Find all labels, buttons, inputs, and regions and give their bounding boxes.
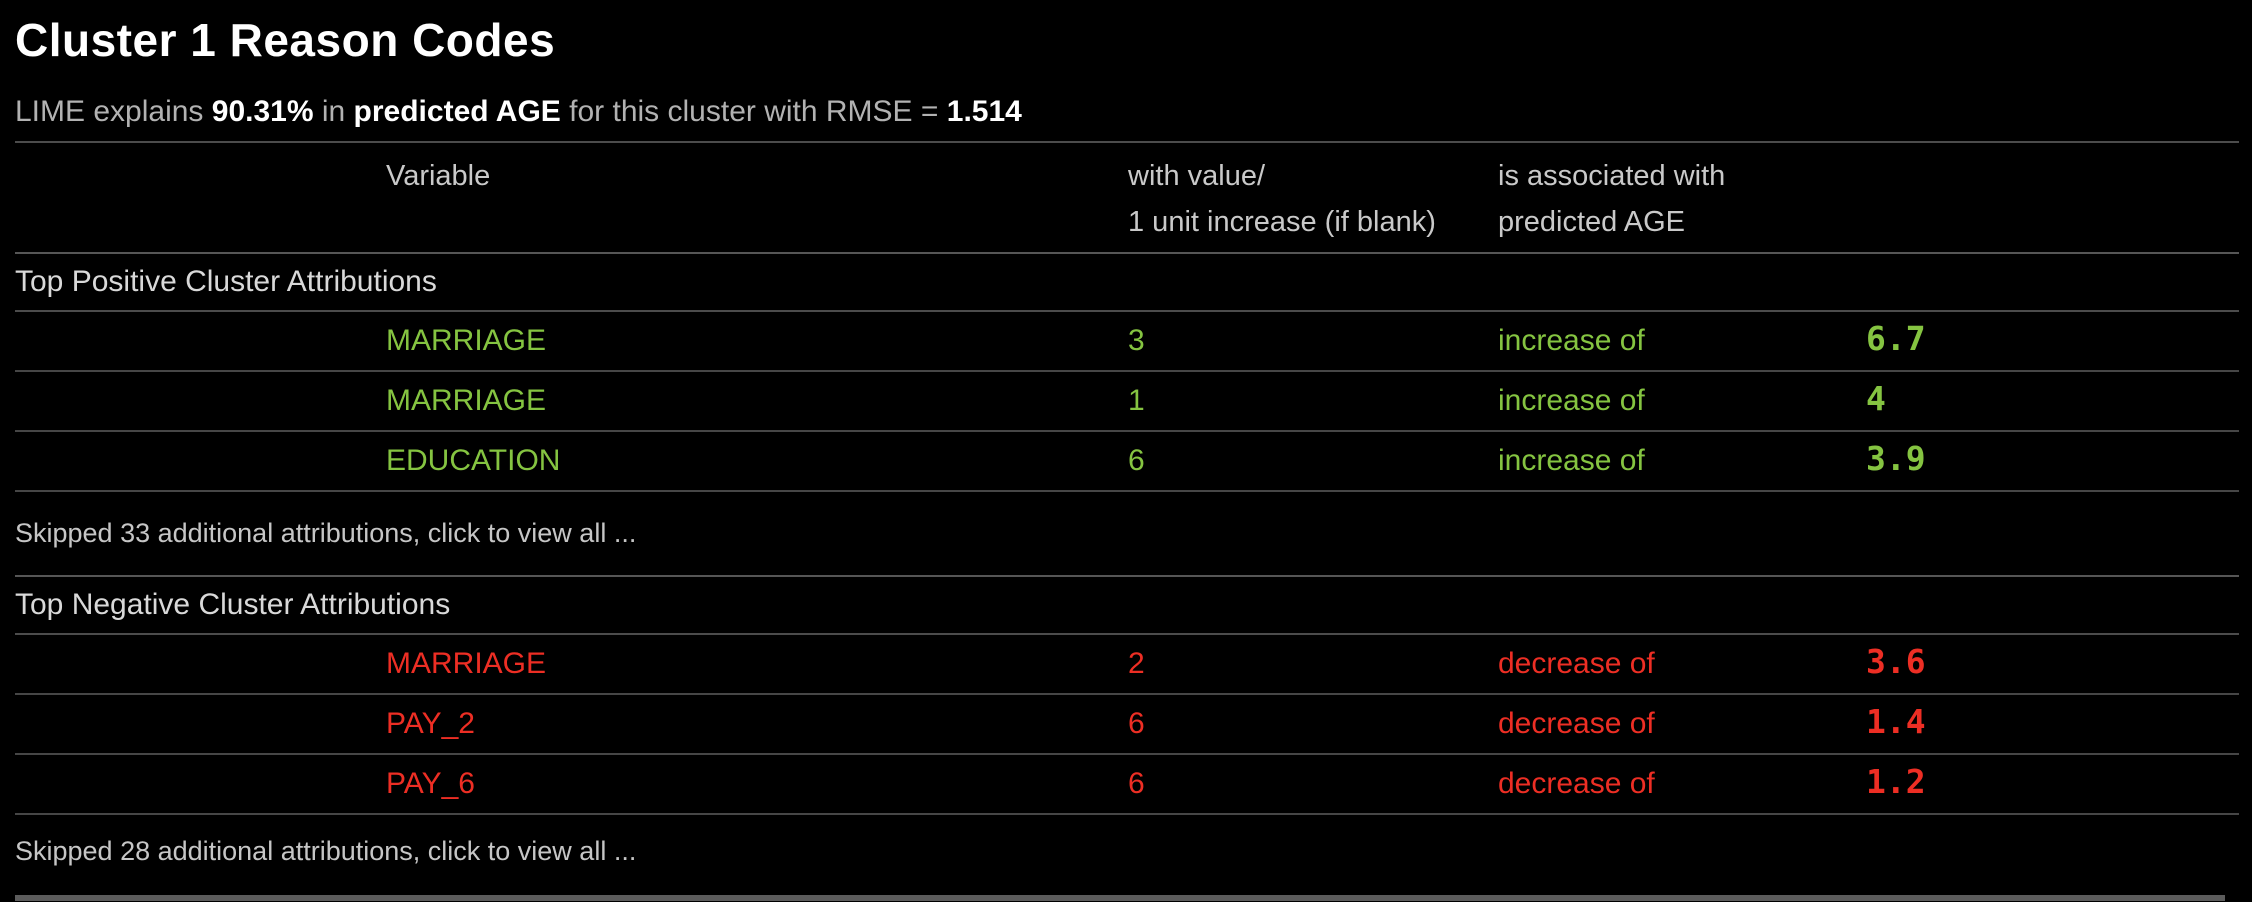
- column-header-variable: Variable: [386, 160, 491, 192]
- value-cell: 2: [1128, 647, 1145, 680]
- summary-text: for this cluster with RMSE =: [560, 95, 947, 128]
- table-row: MARRIAGE 1 increase of 4: [15, 372, 2239, 432]
- rmse-value: 1.514: [946, 95, 1022, 128]
- positive-skipped-note[interactable]: Skipped 33 additional attributions, clic…: [15, 518, 637, 548]
- value-cell: 6: [1128, 767, 1145, 800]
- table-row: PAY_2 6 decrease of 1.4: [15, 695, 2239, 755]
- association-cell: decrease of: [1498, 647, 1655, 680]
- variable-cell: PAY_2: [386, 707, 475, 740]
- variable-cell: MARRIAGE: [386, 647, 547, 680]
- amount-cell: 3.9: [1866, 438, 1926, 478]
- association-cell: increase of: [1498, 324, 1645, 357]
- amount-cell: 4: [1866, 378, 1886, 418]
- table-row: MARRIAGE 2 decrease of 3.6: [15, 635, 2239, 695]
- variable-cell: PAY_6: [386, 767, 475, 800]
- table-header: Variable with value/ 1 unit increase (if…: [15, 143, 2239, 252]
- association-cell: increase of: [1498, 384, 1645, 417]
- variable-cell: MARRIAGE: [386, 324, 547, 357]
- reason-codes-panel: Cluster 1 Reason Codes LIME explains 90.…: [15, 0, 2239, 888]
- explained-percent: 90.31%: [211, 95, 314, 128]
- positive-section-header: Top Positive Cluster Attributions: [15, 252, 2239, 312]
- amount-cell: 1.2: [1866, 761, 1926, 801]
- association-cell: increase of: [1498, 444, 1645, 477]
- amount-cell: 3.6: [1866, 641, 1926, 681]
- summary-text: LIME explains: [15, 95, 212, 128]
- table-row: EDUCATION 6 increase of 3.9: [15, 432, 2239, 492]
- amount-cell: 6.7: [1866, 318, 1926, 358]
- lime-summary: LIME explains 90.31% in predicted AGE fo…: [15, 94, 2239, 141]
- amount-cell: 1.4: [1866, 701, 1926, 741]
- column-header-value: with value/ 1 unit increase (if blank): [1128, 153, 1498, 245]
- horizontal-scrollbar[interactable]: [15, 895, 2225, 901]
- table-row: MARRIAGE 3 increase of 6.7: [15, 312, 2239, 372]
- value-cell: 1: [1128, 384, 1145, 417]
- value-cell: 6: [1128, 444, 1145, 477]
- column-header-association-line2: predicted AGE: [1498, 206, 1685, 238]
- column-header-association-line1: is associated with: [1498, 160, 1726, 192]
- association-cell: decrease of: [1498, 767, 1655, 800]
- variable-cell: MARRIAGE: [386, 384, 547, 417]
- positive-section-title: Top Positive Cluster Attributions: [15, 265, 437, 298]
- predicted-target: predicted AGE: [353, 95, 561, 128]
- value-cell: 6: [1128, 707, 1145, 740]
- page-title: Cluster 1 Reason Codes: [15, 14, 556, 66]
- column-header-value-line2: 1 unit increase (if blank): [1128, 206, 1436, 238]
- column-header-association: is associated with predicted AGE: [1498, 153, 1866, 245]
- association-cell: decrease of: [1498, 707, 1655, 740]
- variable-cell: EDUCATION: [386, 444, 561, 477]
- negative-section-header: Top Negative Cluster Attributions: [15, 575, 2239, 635]
- positive-attribution-rows: MARRIAGE 3 increase of 6.7 MARRIAGE 1 in…: [15, 312, 2239, 492]
- column-header-value-line1: with value/: [1128, 160, 1266, 192]
- negative-section-title: Top Negative Cluster Attributions: [15, 588, 451, 621]
- table-row: PAY_6 6 decrease of 1.2: [15, 755, 2239, 815]
- negative-skipped-note[interactable]: Skipped 28 additional attributions, clic…: [15, 836, 637, 866]
- divider: [15, 141, 2239, 143]
- summary-text: in: [313, 95, 354, 128]
- negative-attribution-rows: MARRIAGE 2 decrease of 3.6 PAY_2 6 decre…: [15, 635, 2239, 815]
- value-cell: 3: [1128, 324, 1145, 357]
